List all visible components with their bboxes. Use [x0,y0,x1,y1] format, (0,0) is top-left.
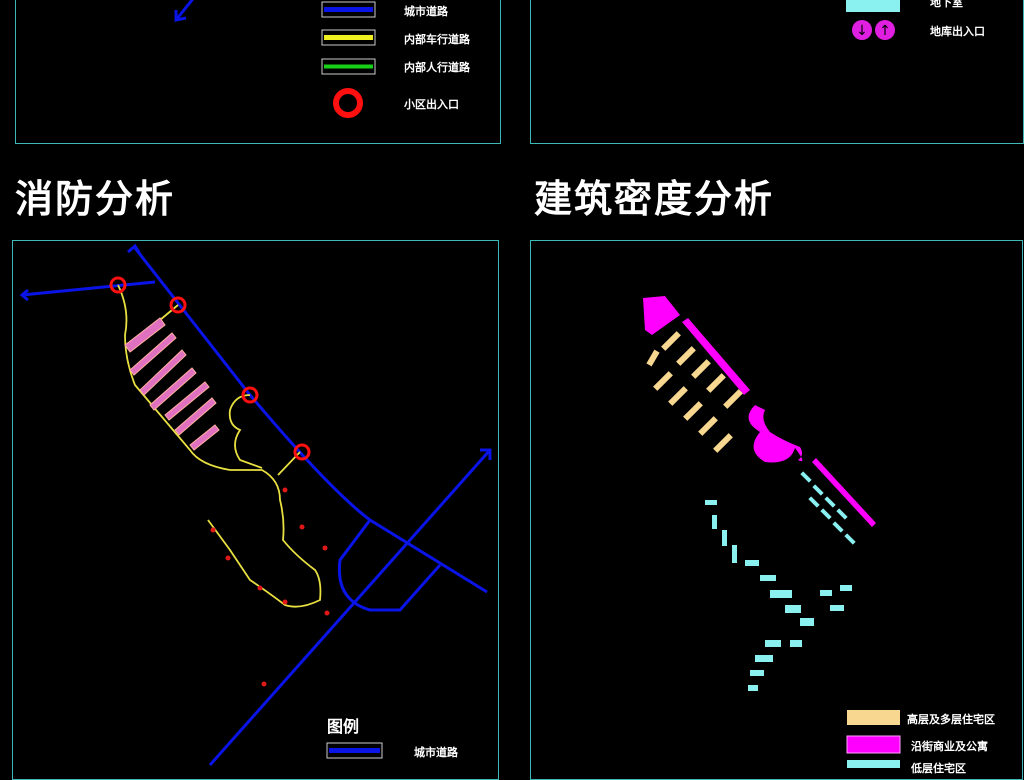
legend-label-internal-pedestrian-road: 内部人行道路 [404,61,470,74]
density-legend-swatch-commercial [846,735,901,754]
legend-swatch-internal-pedestrian-road [321,58,376,75]
commercial-buildings [643,296,876,527]
legend-label-garage-entrance: 地库出入口 [930,25,985,38]
legend-swatch-entrance [333,88,363,118]
legend-label-entrance: 小区出入口 [404,98,459,111]
legend-swatch-internal-vehicle-road [321,29,376,46]
legend-swatch-basement [846,0,900,12]
fire-legend-title: 图例 [327,717,360,736]
density-legend-swatch-lowrise [847,760,900,768]
garage-up-icon [875,20,895,40]
legend-swatch-city-road [321,1,376,18]
fire-buildings [124,317,220,451]
density-legend-label-highrise: 高层及多层住宅区 [907,713,995,726]
density-analysis-title: 建筑密度分析 [534,176,775,221]
lowrise-residential [705,471,856,691]
density-legend-label-lowrise: 低层住宅区 [911,762,966,775]
legend-label-basement: 地下室 [930,0,963,9]
fire-legend-label-city-road: 城市道路 [414,746,458,759]
svg-text:↑: ↑ [879,23,891,39]
legend-label-internal-vehicle-road: 内部车行道路 [404,33,470,46]
entrance-markers [109,276,311,461]
garage-down-icon [852,20,872,40]
density-legend-swatch-highrise [847,710,900,725]
fire-legend-swatch-city-road [326,742,383,759]
legend-label-city-road: 城市道路 [404,5,448,18]
top-left-panel [15,0,501,144]
highrise-residential [646,331,743,453]
hydrant-markers [210,487,330,687]
density-legend-label-commercial: 沿街商业及公寓 [911,740,988,753]
city-roads [19,243,492,766]
svg-text:↓: ↓ [856,23,868,39]
city-road-arrow [174,0,194,21]
arrow-head [174,10,187,22]
fire-analysis-title: 消防分析 [15,176,176,221]
